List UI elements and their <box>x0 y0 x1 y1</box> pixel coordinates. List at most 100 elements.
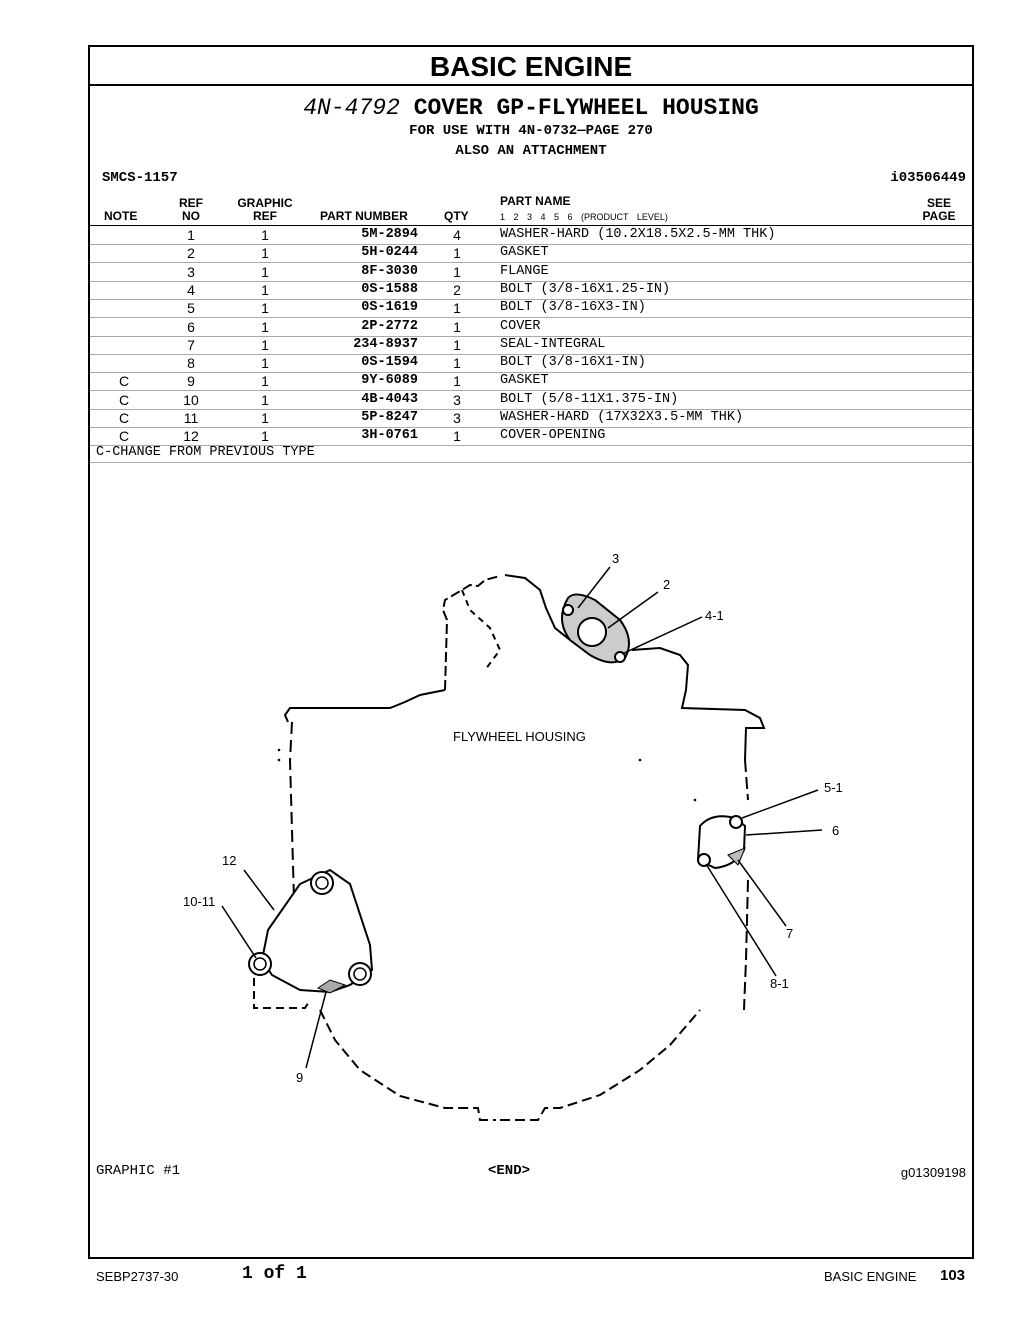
footnote-divider <box>90 462 972 463</box>
part-number-cell: 0S-1588 <box>361 281 418 297</box>
part-name-cell: FLANGE <box>500 263 549 279</box>
section-title: BASIC ENGINE <box>90 47 972 86</box>
ref-no-cell: 3 <box>187 263 195 280</box>
part-name-cell: COVER-OPENING <box>500 428 606 444</box>
graphic-ref-cell: 1 <box>261 263 269 280</box>
graphic-ref-cell: 1 <box>261 281 269 298</box>
page-number: 103 <box>940 1267 966 1284</box>
part-name-cell: BOLT (3/8-16X3-IN) <box>500 300 646 316</box>
table-row: 7 1 234-8937 1 SEAL-INTEGRAL <box>90 336 972 355</box>
note-cell: C <box>118 391 130 408</box>
part-number-cell: 5P-8247 <box>361 410 418 425</box>
qty-cell: 2 <box>453 281 461 298</box>
graphic-ref-cell: 1 <box>261 410 269 426</box>
ref-no-cell: 1 <box>187 227 195 243</box>
table-row: 6 1 2P-2772 1 COVER <box>90 318 972 337</box>
header-part-number: PART NUMBER <box>320 209 408 223</box>
part-name-cell: GASKET <box>500 245 549 261</box>
header-see-page: SEE PAGE <box>916 197 962 223</box>
part-name-cell: COVER <box>500 318 541 334</box>
header-see-line2: PAGE <box>922 209 956 223</box>
ref-no-cell: 12 <box>183 428 199 445</box>
part-name-cell: GASKET <box>500 373 549 389</box>
end-marker: <END> <box>488 1163 531 1179</box>
graphic-ref-cell: 1 <box>261 373 269 390</box>
callout-3: 3 <box>612 551 619 566</box>
graphic-ref-cell: 1 <box>261 300 269 317</box>
group-title: 4N-4792 COVER GP-FLYWHEEL HOUSING <box>90 95 972 121</box>
graphic-ref-cell: 1 <box>261 318 269 335</box>
callout-9: 9 <box>296 1070 303 1085</box>
part-number-cell: 4B-4043 <box>361 391 418 407</box>
ref-no-cell: 4 <box>187 281 195 298</box>
header-divider <box>90 225 972 226</box>
header-part-name: PART NAME <box>500 194 571 208</box>
qty-cell: 1 <box>453 318 461 335</box>
ref-no-cell: 10 <box>183 391 199 408</box>
part-number-cell: 0S-1594 <box>361 355 418 371</box>
header-see-line1: SEE <box>926 196 951 210</box>
graphic-ref-cell: 1 <box>261 227 269 243</box>
ref-no-cell: 8 <box>187 355 195 372</box>
header-ref-line2: NO <box>182 209 200 223</box>
graphic-id: g01309198 <box>900 1165 966 1180</box>
note-cell: C <box>118 428 130 445</box>
graphic-ref-cell: 1 <box>261 245 269 262</box>
ref-no-cell: 11 <box>183 410 199 426</box>
ref-no-cell: 9 <box>187 373 195 390</box>
callout-7: 7 <box>786 926 793 941</box>
header-note: NOTE <box>104 209 138 223</box>
ref-no-cell: 7 <box>187 336 195 353</box>
part-name-cell: SEAL-INTEGRAL <box>500 336 606 352</box>
part-number-cell: 5M-2894 <box>361 227 418 242</box>
opening-cover <box>248 868 374 994</box>
header-ref: REF NO <box>176 197 206 223</box>
part-number-cell: 3H-0761 <box>361 428 418 444</box>
ref-no-cell: 6 <box>187 318 195 335</box>
footnote: C-CHANGE FROM PREVIOUS TYPE <box>96 445 315 460</box>
part-number-cell: 2P-2772 <box>361 318 418 334</box>
part-number-cell: 0S-1619 <box>361 300 418 316</box>
part-name-cell: WASHER-HARD (10.2X18.5X2.5-MM THK) <box>500 227 776 242</box>
graphic-ref-cell: 1 <box>261 336 269 353</box>
flange-assembly <box>561 593 630 664</box>
header-graphic-line2: REF <box>253 209 277 223</box>
note-cell: C <box>118 373 130 390</box>
note-cell: C <box>118 410 130 426</box>
header-qty: QTY <box>444 209 469 223</box>
header-graphic-line1: GRAPHIC <box>237 196 293 210</box>
qty-cell: 1 <box>453 300 461 317</box>
mounting-holes <box>277 748 697 802</box>
part-number-cell: 234-8937 <box>353 336 418 352</box>
leader-lines <box>221 566 823 1069</box>
header-ref-line1: REF <box>179 196 203 210</box>
callout-4-1: 4-1 <box>705 608 724 623</box>
attachment-note: ALSO AN ATTACHMENT <box>455 143 607 159</box>
header-graphic: GRAPHIC REF <box>230 197 300 223</box>
ref-no-cell: 2 <box>187 245 195 262</box>
part-number-cell: 9Y-6089 <box>361 373 418 389</box>
callout-2: 2 <box>663 577 670 592</box>
qty-cell: 1 <box>453 336 461 353</box>
qty-cell: 1 <box>453 263 461 280</box>
qty-cell: 1 <box>453 428 461 445</box>
page-of: 1 of 1 <box>242 1264 307 1284</box>
group-part-number: 4N-4792 <box>303 95 400 121</box>
group-name: COVER GP-FLYWHEEL HOUSING <box>413 95 759 121</box>
part-name-cell: WASHER-HARD (17X32X3.5-MM THK) <box>500 410 744 425</box>
header-product-level: 1 2 3 4 5 6 (PRODUCT LEVEL) <box>500 212 668 222</box>
callout-6: 6 <box>832 823 839 838</box>
part-name-cell: BOLT (5/8-11X1.375-IN) <box>500 391 679 407</box>
part-number-cell: 5H-0244 <box>361 245 418 261</box>
use-with-note: FOR USE WITH 4N-0732—PAGE 270 <box>409 123 653 139</box>
callout-10-11: 10-11 <box>183 894 215 909</box>
callout-8-1: 8-1 <box>770 976 789 991</box>
